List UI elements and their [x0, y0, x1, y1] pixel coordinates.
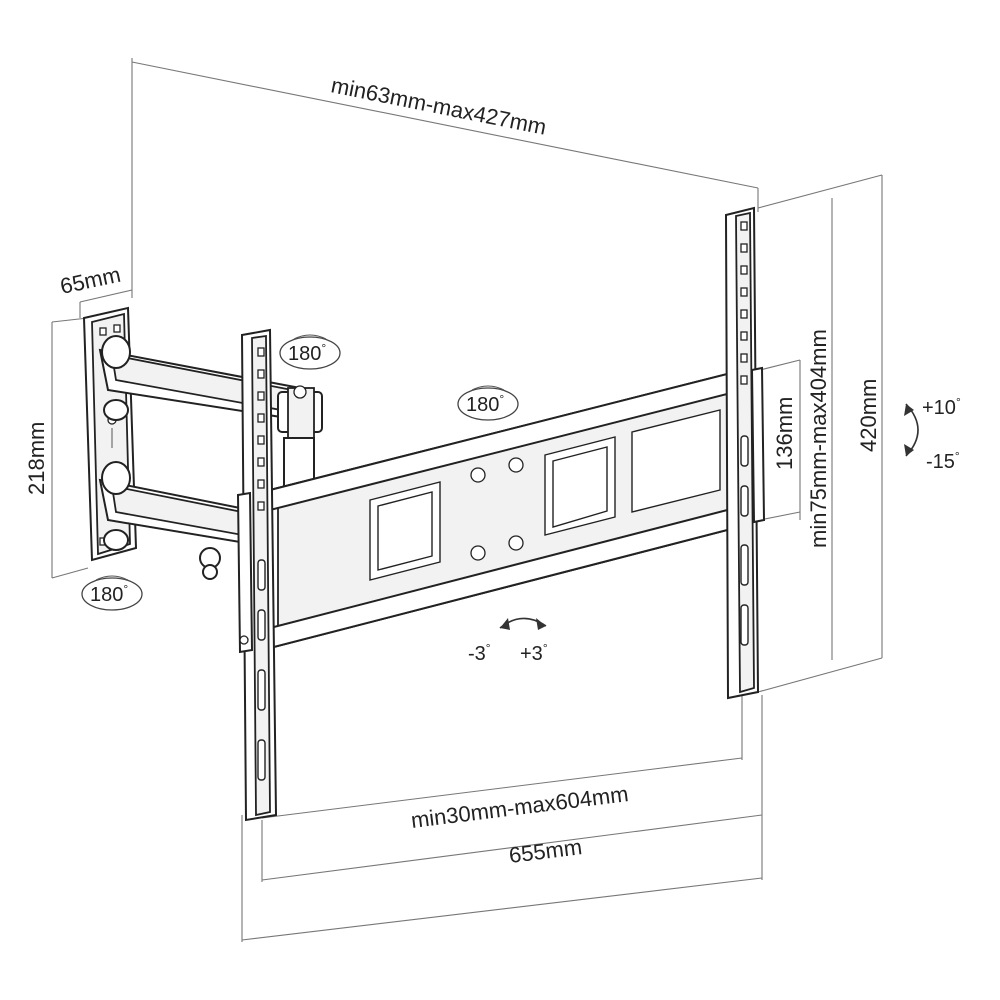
bracket-height-label: 420mm	[856, 379, 881, 452]
tilt-indicator: +10° -15°	[904, 395, 961, 473]
svg-text:+10°: +10°	[922, 395, 961, 419]
left-rail-holes	[257, 347, 266, 781]
depth-dimension-line	[131, 61, 759, 189]
rotation-badge-bracket: 180°	[457, 385, 519, 421]
wall-height-tick-top	[51, 317, 89, 323]
svg-text:180°: 180°	[288, 341, 326, 365]
wall-plate-height-label: 218mm	[24, 422, 49, 495]
tilt-down-label: -15	[926, 451, 955, 473]
svg-text:-3°: -3°	[468, 641, 491, 665]
depth-range-label: min63mm-max427mm	[329, 72, 548, 139]
vesa-inner-tick-bottom	[759, 511, 801, 521]
horizontal-arm	[269, 370, 736, 650]
total-width-dimension-line	[241, 877, 763, 941]
bracket-width-label: 655mm	[508, 834, 584, 868]
right-rail	[724, 206, 766, 700]
vesa-horizontal-dimension-line	[261, 757, 743, 819]
svg-text:180°: 180°	[466, 392, 504, 416]
level-plus-label: +3	[520, 643, 543, 665]
wall-depth-dimension-line	[79, 289, 133, 303]
rotation-badge-wall: 180°	[81, 575, 143, 611]
wall-height-tick-bottom	[51, 567, 89, 579]
tilt-up-label: +10	[922, 397, 956, 419]
rotation-bracket-value: 180	[466, 394, 499, 416]
vesa-vertical-inner-label: 136mm	[772, 397, 797, 470]
vesa-inner-tick-top	[759, 359, 801, 371]
rotation-badge-arm: 180°	[279, 334, 341, 370]
svg-text:+3°: +3°	[520, 641, 548, 665]
wall-plate-depth-label: 65mm	[58, 262, 123, 299]
height-tick-top	[757, 174, 883, 209]
level-adjust-indicator: -3° +3°	[468, 617, 548, 665]
svg-text:-15°: -15°	[926, 449, 960, 473]
rotation-arm-value: 180	[288, 343, 321, 365]
right-rail-holes	[740, 221, 749, 646]
left-rail	[236, 328, 278, 822]
rotation-wall-value: 180	[90, 584, 123, 606]
vesa-horizontal-range-label: min30mm-max604mm	[410, 781, 630, 833]
vesa-vertical-range-label: min75mm-max404mm	[806, 329, 831, 548]
level-minus-label: -3	[468, 643, 486, 665]
svg-text:180°: 180°	[90, 582, 128, 606]
cable-ring	[199, 547, 221, 580]
width-dimension-line	[261, 814, 763, 881]
height-tick-bottom	[757, 657, 883, 693]
